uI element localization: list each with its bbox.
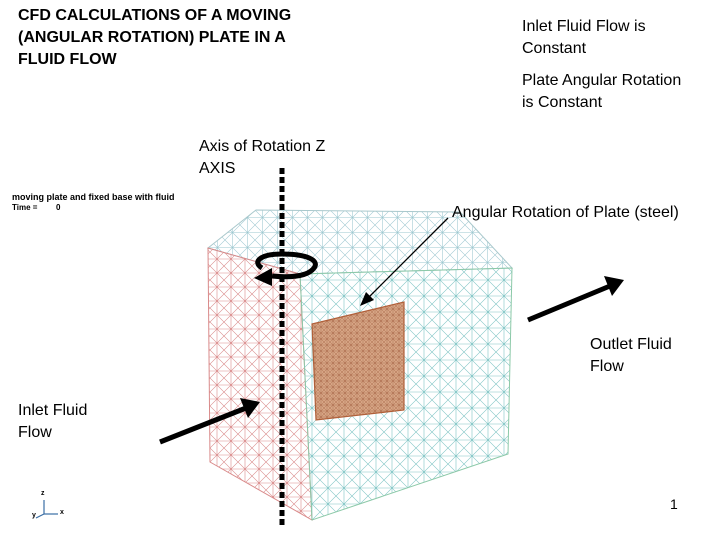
- plate-pointer-arrow: [367, 217, 449, 299]
- steel-plate: [311, 301, 405, 421]
- simulation-time-value: 0: [56, 203, 61, 212]
- note-angular-rotation-plate: Angular Rotation of Plate (steel): [452, 204, 679, 221]
- outlet-flow-arrow: [527, 283, 611, 323]
- inlet-flow-arrowhead: [240, 398, 260, 418]
- page-number: 1: [670, 496, 678, 512]
- slide-title: CFD CALCULATIONS OF A MOVING (ANGULAR RO…: [18, 7, 292, 68]
- axis-triad: z y x: [30, 490, 70, 525]
- plate-pointer-arrowhead: [360, 292, 374, 306]
- note-axis-of-rotation: Axis of Rotation Z AXIS: [199, 138, 326, 177]
- note-inlet-flow: Inlet Fluid Flow: [18, 402, 88, 441]
- note-inlet-constant: Inlet Fluid Flow is Constant: [522, 18, 646, 57]
- rotation-arrowhead: [254, 268, 272, 286]
- rotation-arrow: [255, 251, 318, 280]
- inlet-flow-arrow: [159, 405, 247, 445]
- note-outlet-flow: Outlet Fluid Flow: [590, 336, 672, 375]
- triad-x-label: x: [60, 509, 64, 516]
- cube-left-face: [207, 247, 313, 521]
- simulation-time-label: Time =: [12, 203, 38, 212]
- simulation-caption: moving plate and fixed base with fluid: [12, 192, 175, 202]
- triad-z-label: z: [41, 490, 45, 497]
- triad-y-label: y: [32, 512, 36, 519]
- axis-triad-icon: [35, 500, 58, 519]
- outlet-flow-arrowhead: [604, 276, 624, 296]
- note-rotation-constant: Plate Angular Rotation is Constant: [522, 72, 682, 111]
